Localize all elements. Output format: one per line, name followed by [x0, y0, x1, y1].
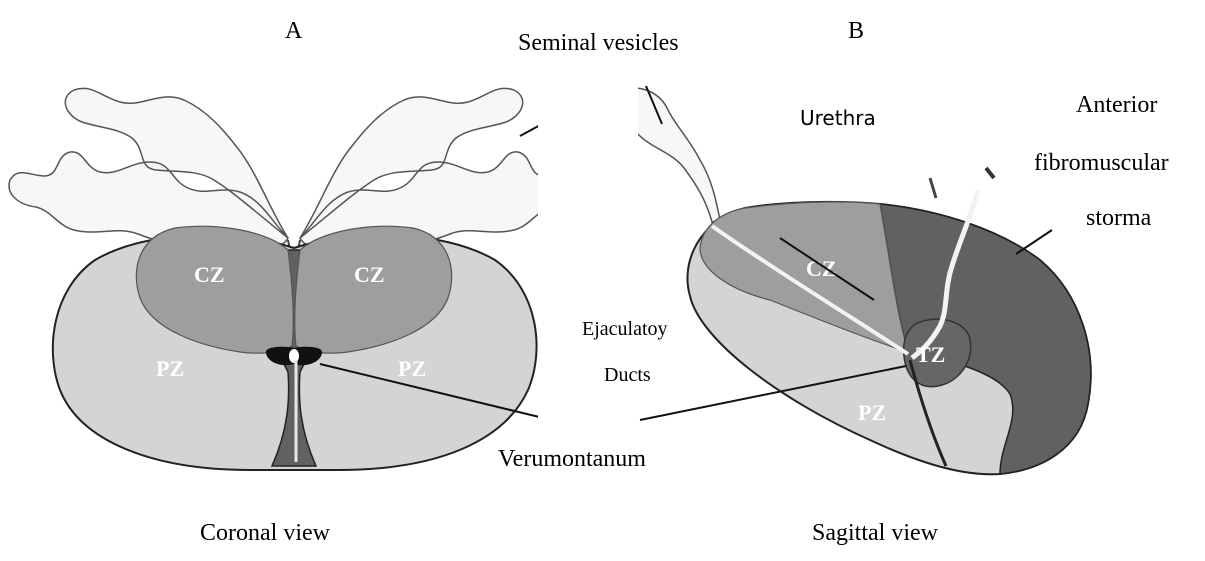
- seminal-vesicle-left: [9, 88, 288, 248]
- verumontanum-label: Verumontanum: [498, 446, 646, 473]
- coronal-view-drawing: CZ CZ PZ PZ: [9, 88, 579, 470]
- zone-label-pz-right: PZ: [398, 356, 426, 381]
- zone-label-pz-left: PZ: [156, 356, 184, 381]
- zone-label-cz-right: CZ: [354, 262, 385, 287]
- anterior-fibromuscular-label-3: storma: [1086, 205, 1151, 232]
- urethra-label: Urethra: [800, 106, 876, 130]
- sagittal-view-caption: Sagittal view: [812, 520, 938, 547]
- stroma-pointer-shaft: [986, 168, 994, 178]
- ejaculatory-ducts-label-1: Ejaculatoy: [582, 318, 668, 341]
- ejaculatory-ducts-label-2: Ducts: [604, 364, 651, 387]
- seminal-vesicles-label: Seminal vesicles: [518, 30, 679, 57]
- zone-label-tz-sagittal: TZ: [916, 342, 945, 367]
- panel-b-letter: B: [848, 18, 864, 45]
- panel-a-letter: A: [285, 18, 302, 45]
- zone-label-cz-sagittal: CZ: [806, 256, 837, 281]
- zone-label-pz-sagittal: PZ: [858, 400, 886, 425]
- urethra-cap-line: [930, 178, 936, 198]
- anterior-fibromuscular-label-1: Anterior: [1076, 92, 1157, 119]
- leader-anterior-stroma: [1016, 230, 1052, 254]
- zone-label-cz-left: CZ: [194, 262, 225, 287]
- anterior-fibromuscular-label-2: fibromuscular: [1034, 150, 1169, 177]
- coronal-view-caption: Coronal view: [200, 520, 330, 547]
- seminal-vesicle-right: [300, 88, 579, 248]
